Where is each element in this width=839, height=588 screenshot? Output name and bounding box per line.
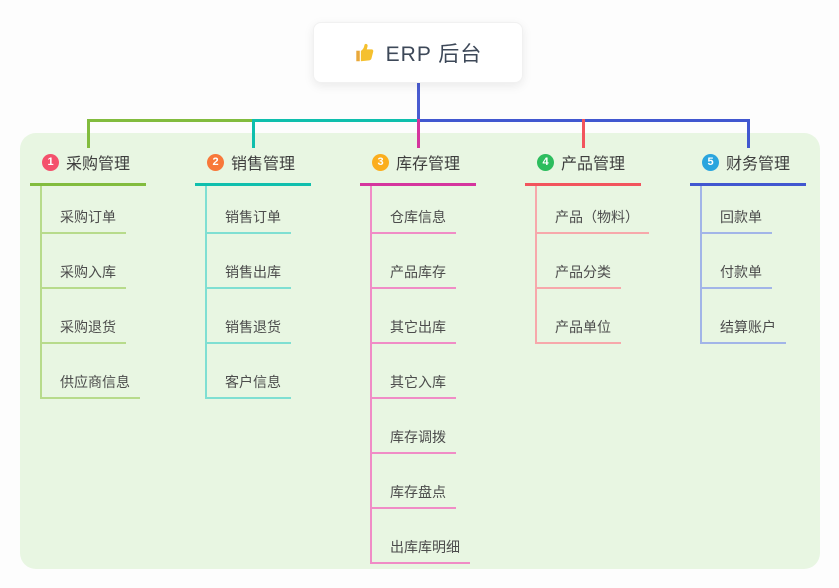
connector-drop xyxy=(86,119,90,148)
child-node[interactable]: 出库库明细 xyxy=(372,509,470,564)
connector-segment xyxy=(86,119,255,122)
branch-header-4[interactable]: 4 产品管理 xyxy=(525,147,641,186)
branch-children: 仓库信息产品库存其它出库其它入库库存调拨库存盘点出库库明细 xyxy=(370,186,470,564)
branch-column-5: 5 财务管理回款单付款单结算账户 xyxy=(690,147,806,344)
child-node[interactable]: 其它出库 xyxy=(372,289,456,344)
branch-header-1[interactable]: 1 采购管理 xyxy=(30,147,146,186)
child-node[interactable]: 产品（物料） xyxy=(537,186,649,234)
connector-drop xyxy=(581,119,585,148)
branch-children: 采购订单采购入库采购退货供应商信息 xyxy=(40,186,140,399)
branch-children: 销售订单销售出库销售退货客户信息 xyxy=(205,186,291,399)
child-node[interactable]: 采购入库 xyxy=(42,234,126,289)
child-node[interactable]: 产品分类 xyxy=(537,234,621,289)
branch-children: 产品（物料）产品分类产品单位 xyxy=(535,186,649,344)
connector-segment xyxy=(251,119,420,122)
branch-children: 回款单付款单结算账户 xyxy=(700,186,786,344)
branch-column-4: 4 产品管理产品（物料）产品分类产品单位 xyxy=(525,147,649,344)
connector-drop xyxy=(416,119,420,148)
child-node[interactable]: 销售订单 xyxy=(207,186,291,234)
branches-panel xyxy=(20,133,820,569)
child-node[interactable]: 产品库存 xyxy=(372,234,456,289)
branch-title: 库存管理 xyxy=(396,156,461,173)
thumbs-up-icon xyxy=(354,42,376,64)
priority-badge-icon: 5 xyxy=(702,153,719,171)
connector-drop xyxy=(746,119,750,148)
priority-badge-icon: 2 xyxy=(207,153,224,171)
child-node[interactable]: 付款单 xyxy=(702,234,772,289)
branch-column-1: 1 采购管理采购订单采购入库采购退货供应商信息 xyxy=(30,147,146,399)
branch-header-3[interactable]: 3 库存管理 xyxy=(360,147,476,186)
branch-column-3: 3 库存管理仓库信息产品库存其它出库其它入库库存调拨库存盘点出库库明细 xyxy=(360,147,476,564)
branch-title: 产品管理 xyxy=(561,156,626,173)
child-node[interactable]: 结算账户 xyxy=(702,289,786,344)
child-node[interactable]: 库存盘点 xyxy=(372,454,456,509)
branch-header-2[interactable]: 2 销售管理 xyxy=(195,147,311,186)
branch-title: 财务管理 xyxy=(726,156,791,173)
child-node[interactable]: 仓库信息 xyxy=(372,186,456,234)
branch-title: 采购管理 xyxy=(66,156,131,173)
priority-badge-icon: 3 xyxy=(372,153,389,171)
child-node[interactable]: 客户信息 xyxy=(207,344,291,399)
child-node[interactable]: 采购退货 xyxy=(42,289,126,344)
priority-badge-icon: 4 xyxy=(537,153,554,171)
child-node[interactable]: 销售退货 xyxy=(207,289,291,344)
child-node[interactable]: 供应商信息 xyxy=(42,344,140,399)
child-node[interactable]: 库存调拨 xyxy=(372,399,456,454)
child-node[interactable]: 其它入库 xyxy=(372,344,456,399)
child-node[interactable]: 采购订单 xyxy=(42,186,126,234)
child-node[interactable]: 销售出库 xyxy=(207,234,291,289)
root-node-title: ERP 后台 xyxy=(385,42,483,66)
priority-badge-icon: 1 xyxy=(42,153,59,171)
root-stem-line xyxy=(416,83,420,122)
connector-drop xyxy=(251,119,255,148)
child-node[interactable]: 回款单 xyxy=(702,186,772,234)
child-node[interactable]: 产品单位 xyxy=(537,289,621,344)
root-node[interactable]: ERP 后台 xyxy=(313,22,523,83)
branch-title: 销售管理 xyxy=(231,156,296,173)
branch-header-5[interactable]: 5 财务管理 xyxy=(690,147,806,186)
branch-column-2: 2 销售管理销售订单销售出库销售退货客户信息 xyxy=(195,147,311,399)
